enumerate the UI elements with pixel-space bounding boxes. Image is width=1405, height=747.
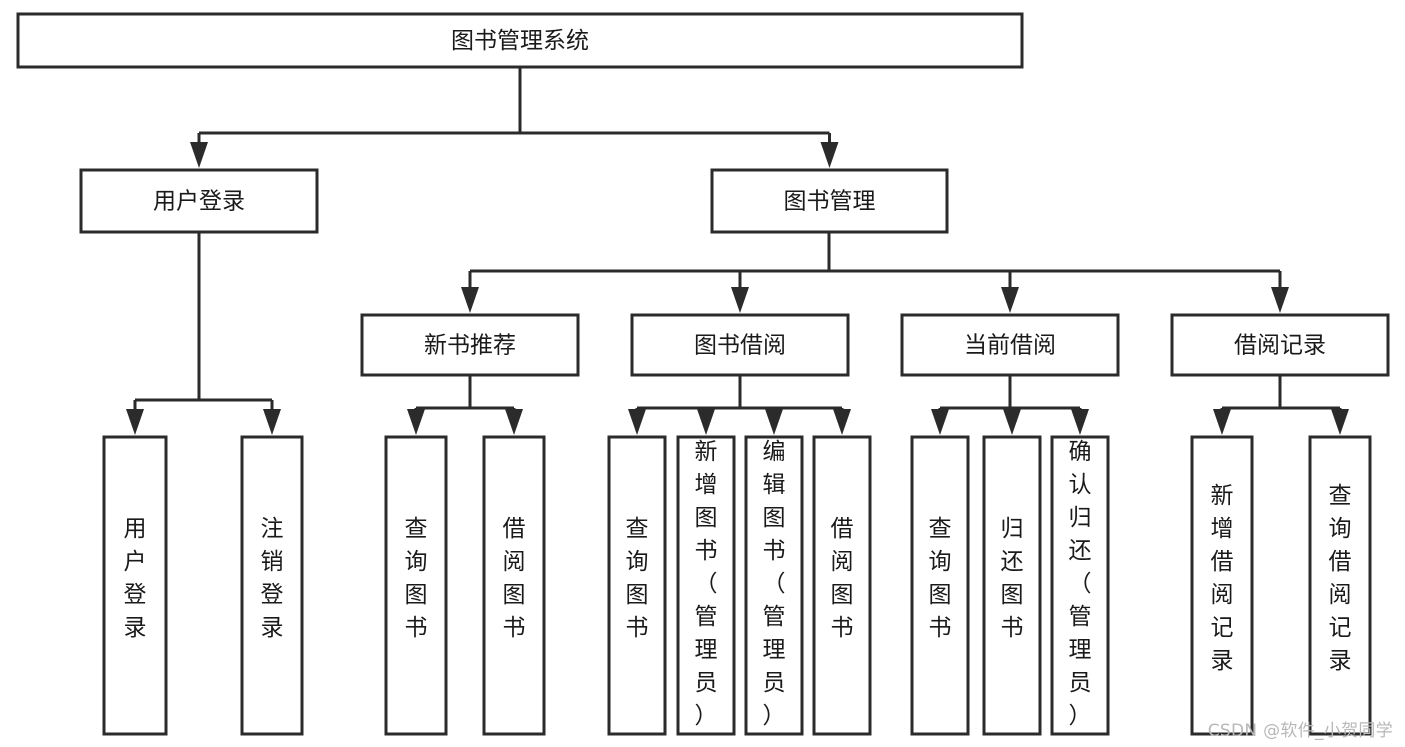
node-box-current-borrow[interactable] [900, 313, 1120, 377]
node-user-login[interactable]: 用户登录 [79, 168, 319, 234]
node-label-borrow-record: 借阅记录 [1234, 333, 1326, 359]
node-label-user-login: 用户登录 [153, 189, 245, 215]
node-label-root: 图书管理系统 [451, 28, 589, 54]
node-label-book-manage: 图书管理 [784, 189, 876, 215]
node-label-current-borrow: 当前借阅 [964, 333, 1056, 359]
node-box-leaf-user-logout[interactable] [240, 435, 304, 736]
connector-root [190, 67, 839, 168]
node-book-manage[interactable]: 图书管理 [710, 168, 949, 234]
node-label-leaf-user-login: 用户登录 [124, 516, 147, 641]
connector-user-login [126, 232, 281, 435]
node-leaf-cur-confirm[interactable]: 确认归还（管理员） [1050, 435, 1110, 736]
node-label-leaf-rec-query: 查询图书 [405, 516, 428, 641]
node-root[interactable]: 图书管理系统 [16, 12, 1024, 69]
node-book-borrow[interactable]: 图书借阅 [630, 313, 850, 377]
connector-current-borrow [931, 375, 1089, 435]
node-label-leaf-borrow-add: 新增图书（管理员） [695, 439, 718, 729]
node-leaf-borrow-edit[interactable]: 编辑图书（管理员） [744, 435, 804, 736]
node-label-leaf-cur-confirm: 确认归还（管理员） [1069, 439, 1092, 729]
node-new-book-rec[interactable]: 新书推荐 [360, 313, 580, 377]
node-label-new-book-rec: 新书推荐 [424, 333, 516, 359]
node-label-leaf-rec-add: 新增借阅记录 [1211, 483, 1234, 674]
node-box-leaf-borrow-do[interactable] [812, 435, 872, 736]
node-leaf-rec-query[interactable]: 查询图书 [384, 435, 448, 736]
connector-book-manage [461, 232, 1289, 313]
node-label-leaf-rec-query2: 查询借阅记录 [1329, 483, 1352, 674]
node-box-user-login[interactable] [79, 168, 319, 234]
connector-book-borrow [628, 375, 851, 435]
node-box-leaf-cur-return[interactable] [982, 435, 1042, 736]
node-box-leaf-rec-query[interactable] [384, 435, 448, 736]
node-box-leaf-cur-confirm[interactable] [1050, 435, 1110, 736]
node-box-new-book-rec[interactable] [360, 313, 580, 377]
node-box-leaf-borrow-query[interactable] [607, 435, 667, 736]
node-label-leaf-cur-query: 查询图书 [929, 516, 952, 641]
node-box-book-borrow[interactable] [630, 313, 850, 377]
node-current-borrow[interactable]: 当前借阅 [900, 313, 1120, 377]
node-leaf-cur-return[interactable]: 归还图书 [982, 435, 1042, 736]
node-leaf-cur-query[interactable]: 查询图书 [910, 435, 970, 736]
node-label-leaf-cur-return: 归还图书 [1001, 516, 1024, 641]
node-box-leaf-borrow-edit[interactable] [744, 435, 804, 736]
node-label-leaf-user-logout: 注销登录 [261, 516, 284, 641]
node-box-leaf-cur-query[interactable] [910, 435, 970, 736]
node-box-leaf-rec-query2[interactable] [1308, 435, 1372, 736]
node-label-leaf-borrow-query: 查询图书 [626, 516, 649, 641]
node-box-leaf-borrow-add[interactable] [676, 435, 736, 736]
node-box-leaf-rec-borrow[interactable] [482, 435, 546, 736]
node-box-book-manage[interactable] [710, 168, 949, 234]
node-box-leaf-user-login[interactable] [102, 435, 168, 736]
node-label-book-borrow: 图书借阅 [694, 333, 786, 359]
node-leaf-rec-add[interactable]: 新增借阅记录 [1190, 435, 1254, 736]
connector-layer [126, 67, 1349, 435]
connector-borrow-record [1213, 375, 1349, 435]
node-layer: 图书管理系统用户登录图书管理新书推荐图书借阅当前借阅借阅记录用户登录注销登录查询… [16, 12, 1390, 736]
node-box-borrow-record[interactable] [1170, 313, 1390, 377]
node-leaf-borrow-do[interactable]: 借阅图书 [812, 435, 872, 736]
node-label-leaf-borrow-do: 借阅图书 [831, 516, 854, 641]
node-leaf-rec-borrow[interactable]: 借阅图书 [482, 435, 546, 736]
node-leaf-rec-query2[interactable]: 查询借阅记录 [1308, 435, 1372, 736]
node-leaf-borrow-add[interactable]: 新增图书（管理员） [676, 435, 736, 736]
connector-new-book-rec [407, 375, 523, 435]
node-label-leaf-borrow-edit: 编辑图书（管理员） [763, 439, 786, 729]
node-box-root[interactable] [16, 12, 1024, 69]
node-leaf-borrow-query[interactable]: 查询图书 [607, 435, 667, 736]
node-borrow-record[interactable]: 借阅记录 [1170, 313, 1390, 377]
node-label-leaf-rec-borrow: 借阅图书 [503, 516, 526, 641]
node-leaf-user-logout[interactable]: 注销登录 [240, 435, 304, 736]
node-leaf-user-login[interactable]: 用户登录 [102, 435, 168, 736]
node-box-leaf-rec-add[interactable] [1190, 435, 1254, 736]
